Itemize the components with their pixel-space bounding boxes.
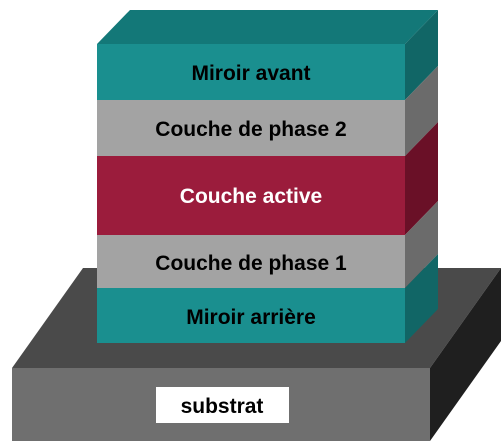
- layer-side-face: [405, 254, 438, 343]
- layer-side-face: [405, 122, 438, 235]
- substrate-side-face: [430, 268, 501, 441]
- layer-label: Couche active: [180, 185, 322, 208]
- layer-label: Miroir avant: [191, 62, 310, 85]
- layer-front-face: [97, 156, 405, 235]
- layer-couche-de-phase-1: Couche de phase 1: [97, 201, 438, 288]
- layer-couche-active: Couche active: [97, 122, 438, 235]
- layer-miroir-avant: Miroir avant: [97, 10, 438, 100]
- layer-side-face: [405, 66, 438, 156]
- layer-side-face: [405, 10, 438, 100]
- layer-label: Couche de phase 2: [155, 118, 346, 141]
- layer-front-face: [97, 235, 405, 288]
- layer-label: Couche de phase 1: [155, 252, 347, 275]
- layer-label: Miroir arrière: [186, 306, 316, 329]
- layer-front-face: [97, 288, 405, 343]
- layer-stack: Miroir avant Couche de phase 2 Couche ac…: [97, 10, 438, 343]
- substrate-label-box: [156, 387, 289, 423]
- layer-miroir-arriere: Miroir arrière: [97, 254, 438, 343]
- layer-front-face: [97, 44, 405, 100]
- layer-side-face: [405, 201, 438, 288]
- stack-top-face: [97, 10, 438, 44]
- layer-couche-de-phase-2: Couche de phase 2: [97, 66, 438, 156]
- layer-front-face: [97, 100, 405, 156]
- substrate-label: substrat: [181, 395, 264, 418]
